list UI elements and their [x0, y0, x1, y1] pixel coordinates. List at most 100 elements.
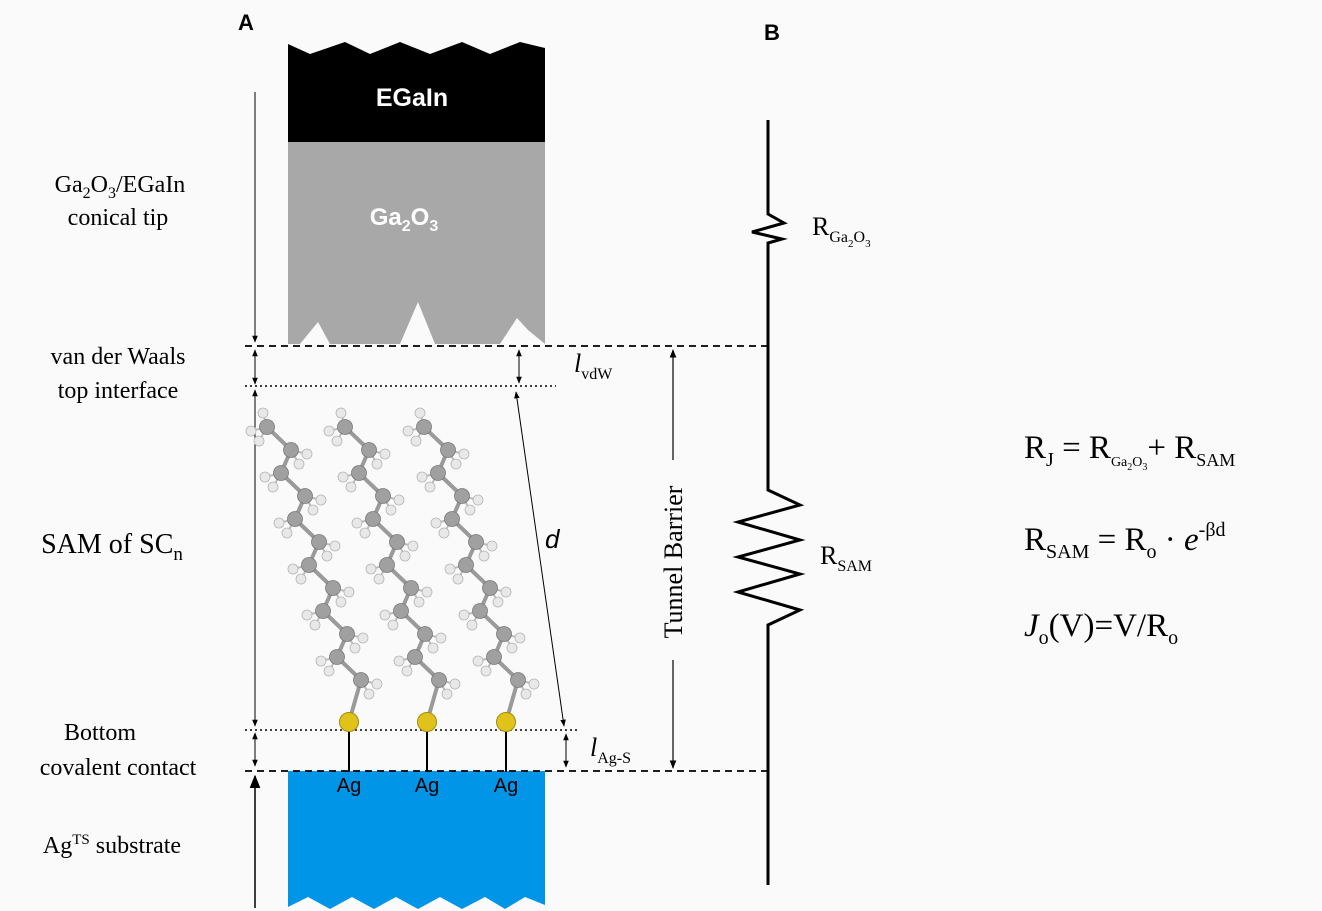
- hydrogen-atom: [520, 688, 532, 700]
- hydrogen-atom: [259, 471, 271, 483]
- hydrogen-atom: [480, 665, 492, 677]
- hydrogen-atom: [528, 678, 540, 690]
- carbon-atom: [444, 511, 460, 527]
- carbon-atom: [458, 557, 474, 573]
- label-tip-line1: Ga2O3/EGaIn: [55, 172, 186, 202]
- hydrogen-atom: [295, 573, 307, 585]
- ag-atom-label-3: Ag: [494, 775, 518, 797]
- sam-molecules: [245, 407, 540, 772]
- d-arrow: [514, 391, 566, 727]
- r-ga2o3-label: RGa2O3: [812, 212, 871, 250]
- hydrogen-atom: [343, 586, 355, 598]
- carbon-atom: [329, 649, 345, 665]
- carbon-atom: [407, 649, 423, 665]
- hydrogen-atom: [273, 517, 285, 529]
- equation-jo: Jo(V)=V/Ro: [1024, 608, 1178, 649]
- label-tip-line2: conical tip: [68, 205, 169, 231]
- hydrogen-atom: [337, 471, 349, 483]
- hydrogen-atom: [399, 550, 411, 562]
- hydrogen-atom: [444, 563, 456, 575]
- hydrogen-atom: [293, 458, 305, 470]
- hydrogen-atom: [427, 642, 439, 654]
- carbon-atom: [283, 442, 299, 458]
- hydrogen-atom: [371, 678, 383, 690]
- hydrogen-atom: [506, 642, 518, 654]
- carbon-atom: [403, 580, 419, 596]
- hydrogen-atom: [450, 458, 462, 470]
- label-sam: SAM of SCn: [41, 529, 183, 565]
- carbon-atom: [301, 557, 317, 573]
- hydrogen-atom: [413, 596, 425, 608]
- carbon-atom: [393, 603, 409, 619]
- hydrogen-atom: [301, 448, 313, 460]
- hydrogen-atom: [385, 504, 397, 516]
- hydrogen-atom: [438, 527, 450, 539]
- hydrogen-atom: [373, 573, 385, 585]
- label-bottom-line2: covalent contact: [40, 755, 197, 781]
- egain-label: EGaIn: [376, 84, 448, 112]
- hydrogen-atom: [401, 665, 413, 677]
- label-vdw-line1: van der Waals: [51, 344, 186, 370]
- hydrogen-atom: [424, 481, 436, 493]
- circuit-wire: [732, 120, 806, 885]
- hydrogen-atom: [281, 527, 293, 539]
- carbon-atom: [510, 672, 526, 688]
- hydrogen-atom: [458, 609, 470, 621]
- hydrogen-atom: [323, 665, 335, 677]
- ag-atom-label-1: Ag: [337, 775, 361, 797]
- carbon-atom: [431, 672, 447, 688]
- hydrogen-atom: [478, 550, 490, 562]
- hydrogen-atom: [464, 504, 476, 516]
- hydrogen-atom: [492, 596, 504, 608]
- tunnel-barrier-label: Tunnel Barrier: [659, 485, 688, 638]
- label-substrate: AgTS substrate: [43, 832, 181, 859]
- hydrogen-atom: [309, 619, 321, 631]
- carbon-atom: [259, 419, 275, 435]
- hydrogen-atom: [257, 407, 269, 419]
- equation-rj: RJ = RGa2O3+ RSAM: [1024, 430, 1235, 473]
- carbon-atom: [297, 488, 313, 504]
- carbon-atom: [365, 511, 381, 527]
- hydrogen-atom: [359, 527, 371, 539]
- hydrogen-atom: [253, 435, 265, 447]
- hydrogen-atom: [421, 586, 433, 598]
- carbon-atom: [351, 465, 367, 481]
- hydrogen-atom: [414, 407, 426, 419]
- hydrogen-atom: [331, 435, 343, 447]
- d-label: d: [545, 524, 561, 554]
- hydrogen-atom: [410, 435, 422, 447]
- hydrogen-atom: [315, 494, 327, 506]
- hydrogen-atom: [402, 425, 414, 437]
- hydrogen-atom: [301, 609, 313, 621]
- label-vdw-line2: top interface: [58, 378, 179, 404]
- hydrogen-atom: [441, 688, 453, 700]
- ag-substrate-layer: [288, 771, 545, 909]
- carbon-atom: [496, 626, 512, 642]
- carbon-atom: [440, 442, 456, 458]
- hydrogen-atom: [416, 471, 428, 483]
- ag-atom-label-2: Ag: [415, 775, 439, 797]
- hydrogen-atom: [486, 540, 498, 552]
- hydrogen-atom: [321, 550, 333, 562]
- carbon-atom: [361, 442, 377, 458]
- carbon-atom: [454, 488, 470, 504]
- hydrogen-atom: [287, 563, 299, 575]
- hydrogen-atom: [379, 448, 391, 460]
- hydrogen-atom: [435, 632, 447, 644]
- panel-label-b: B: [764, 20, 780, 45]
- carbon-atom: [472, 603, 488, 619]
- carbon-atom: [325, 580, 341, 596]
- carbon-atom: [353, 672, 369, 688]
- hydrogen-atom: [335, 407, 347, 419]
- hydrogen-atom: [514, 632, 526, 644]
- hydrogen-atom: [500, 586, 512, 598]
- carbon-atom: [486, 649, 502, 665]
- hydrogen-atom: [245, 425, 257, 437]
- hydrogen-atom: [315, 655, 327, 667]
- sulfur-atom: [496, 712, 516, 732]
- hydrogen-atom: [430, 517, 442, 529]
- l-ags-label: lAg-S: [590, 733, 631, 767]
- hydrogen-atom: [458, 448, 470, 460]
- hydrogen-atom: [267, 481, 279, 493]
- carbon-atom: [339, 626, 355, 642]
